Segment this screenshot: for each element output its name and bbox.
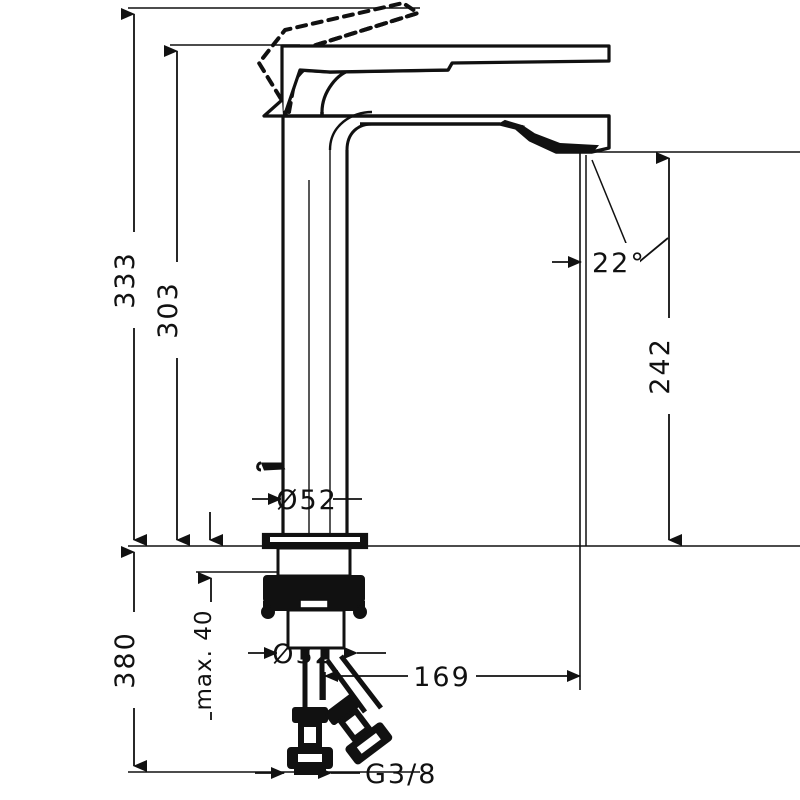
dimension-g38: G3/8: [255, 759, 437, 790]
dimension-label-max40: max. 40: [191, 610, 217, 711]
dimension-d52: Ø52: [252, 480, 362, 518]
dimension-label-380: 380: [110, 631, 141, 689]
lower-shank: [286, 608, 346, 660]
spout-outlet-aerator: [497, 119, 600, 153]
dimension-label-303: 303: [153, 281, 184, 339]
dimension-242: 242: [645, 152, 690, 546]
deck-base-flange: [261, 532, 369, 550]
dimension-label-333-text: 333: [110, 251, 141, 309]
handle-housing-cap: [262, 44, 611, 118]
dimension-303: 303: [153, 45, 198, 546]
hose-connector-left: [287, 707, 333, 775]
mounting-shank: [276, 546, 352, 578]
flexible-hose-left: [302, 658, 325, 710]
angle-label-22: 22°: [592, 248, 646, 279]
dimension-label-g38: G3/8: [365, 759, 437, 790]
body-column: [281, 116, 349, 538]
hose-connector-right: [324, 693, 393, 765]
dimension-380: 380: [110, 546, 155, 772]
mounting-nut-block: [261, 575, 367, 619]
faucet-product-outline: [256, 1, 611, 775]
dimension-label-d52: Ø52: [276, 485, 338, 516]
dimension-333: 333 333: [110, 8, 155, 546]
dimension-label-242: 242: [645, 337, 676, 395]
dimension-169: 169: [324, 657, 581, 695]
popup-waste-lever-stub: [256, 461, 286, 472]
angle-annotation-22: 22°: [552, 155, 669, 546]
dimension-max40: max. 40: [191, 572, 232, 720]
dimension-label-169: 169: [413, 662, 471, 693]
